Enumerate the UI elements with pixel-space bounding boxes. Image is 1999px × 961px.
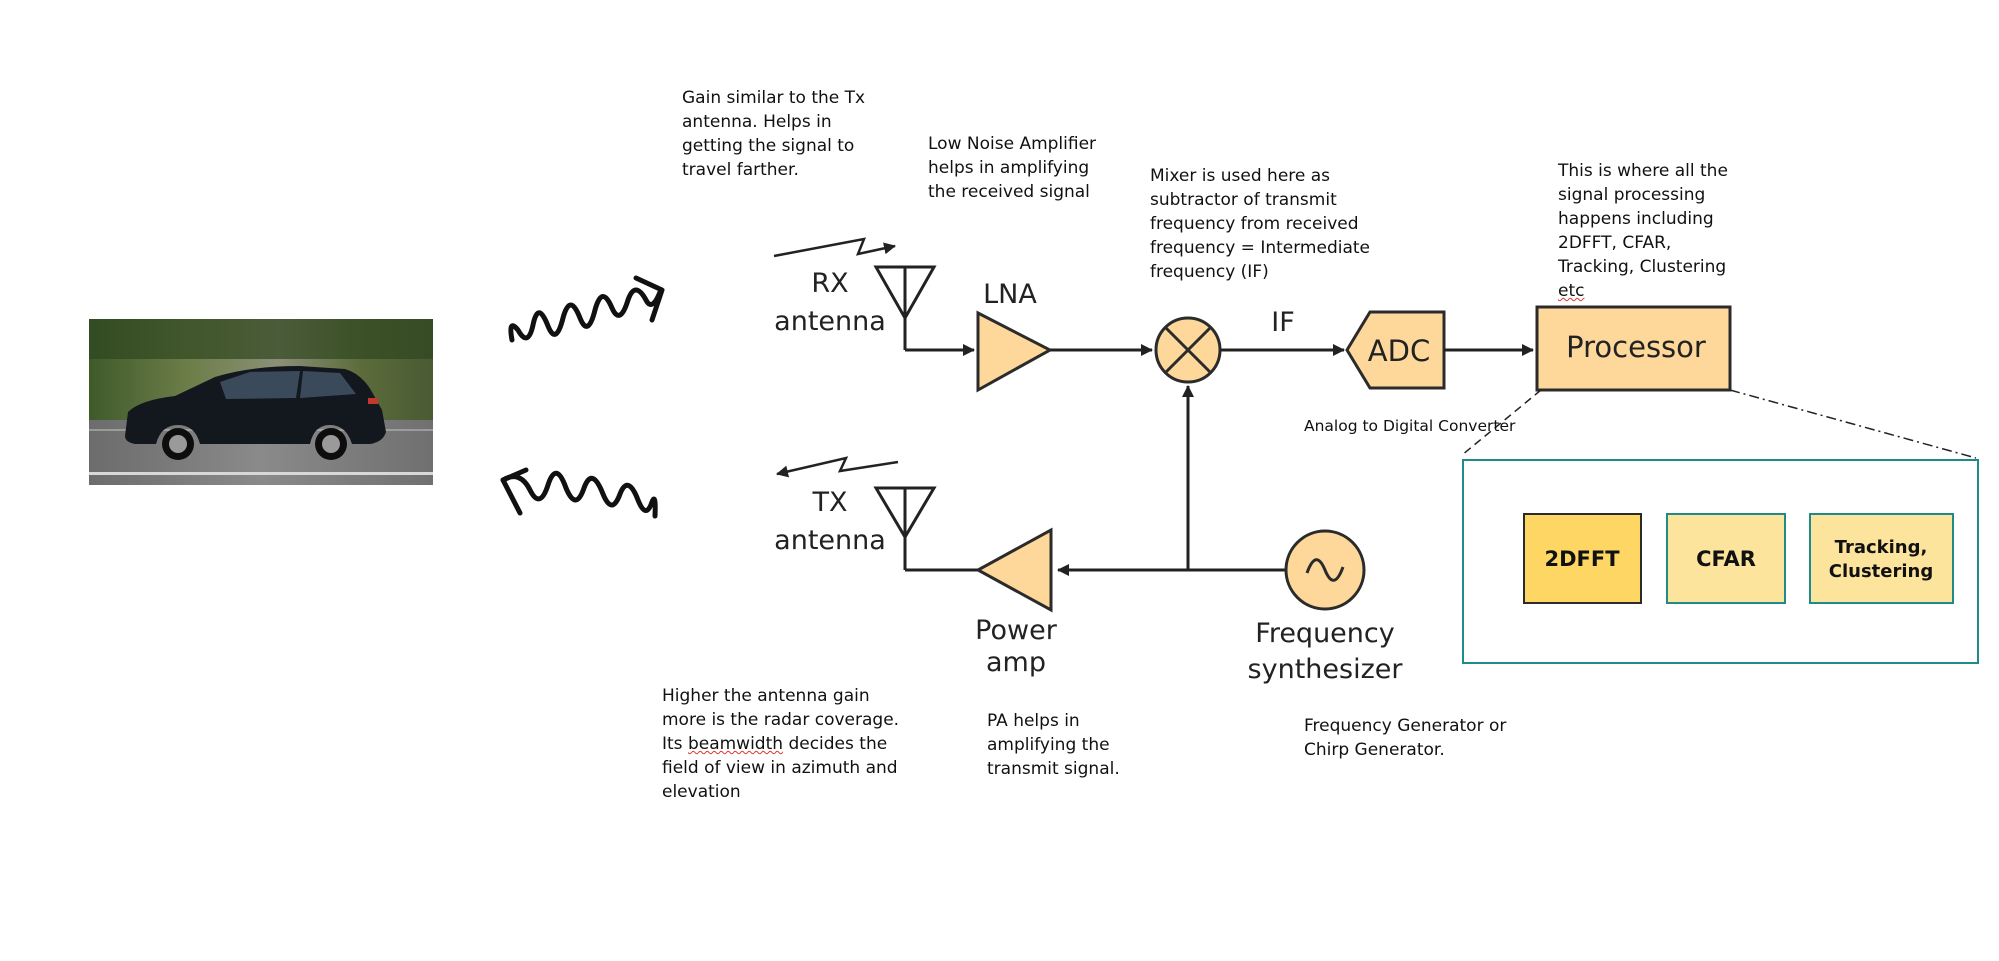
lna-note: Low Noise Amplifier helps in amplifying … [928,134,1097,202]
adc-label: ADC [1368,334,1430,368]
lna-block [976,310,1054,393]
power-amp-label-1: Power [975,615,1058,646]
sub-block-tracking-label-2: Clustering [1829,561,1933,582]
zoom-line-right [1729,389,1977,459]
freq-synth-label-2: synthesizer [1248,654,1404,685]
tx-note-beamwidth: beamwidth [687,734,784,754]
tx-antenna-label-1: TX [812,487,848,518]
processor-label: Processor [1566,330,1706,364]
sub-block-2dfft [1523,513,1642,604]
processor-note-lines: This is where all the signal processing … [1558,161,1728,277]
if-label: IF [1271,307,1295,338]
power-amp-block [974,527,1053,613]
freq-synth-label-1: Frequency [1255,618,1395,649]
tx-note-rest: decides the field of view in azimuth and… [662,734,898,802]
lna-label: LNA [983,279,1037,310]
tx-signal-arrow [776,456,899,478]
processor-note: This is where all the signal processing … [1558,135,1728,303]
rx-antenna-icon [873,265,937,350]
tx-note-line1: Higher the antenna gain more is the rada… [662,686,900,730]
rx-antenna-note: Gain similar to the Tx antenna. Helps in… [682,88,866,180]
power-amp-label-2: amp [986,647,1046,678]
mixer-note: Mixer is used here as subtractor of tran… [1150,166,1370,282]
sub-block-tracking-label-1: Tracking, [1835,537,1928,558]
synth-note: Frequency Generator or Chirp Generator. [1304,716,1507,760]
adc-note: Analog to Digital Converter [1304,417,1516,435]
processor-note-etc: etc [1558,281,1585,301]
sub-block-cfar-label: CFAR [1696,547,1756,571]
rx-antenna-label-2: antenna [774,306,886,337]
sine-wave-icon [1284,529,1366,611]
zoom-line-left [1461,389,1542,456]
rx-signal-arrow [773,237,896,258]
processor-detail-frame [1462,459,1979,664]
processor-block [1535,305,1732,392]
incoming-wave-icon [508,275,665,343]
tx-antenna-note: Higher the antenna gain more is the rada… [662,660,899,804]
tx-note-its: Its [662,734,688,754]
mixer-icon [1154,316,1222,384]
outgoing-wave-icon [500,467,658,519]
sub-block-2dfft-label: 2DFFT [1544,547,1620,571]
sub-block-cfar [1666,513,1786,604]
rx-antenna-label-1: RX [811,268,848,299]
car-photo [89,319,433,485]
sub-block-tracking [1809,513,1954,604]
tx-antenna-icon [873,486,937,570]
pa-note: PA helps in amplifying the transmit sign… [987,711,1120,779]
tx-antenna-label-2: antenna [774,525,886,556]
